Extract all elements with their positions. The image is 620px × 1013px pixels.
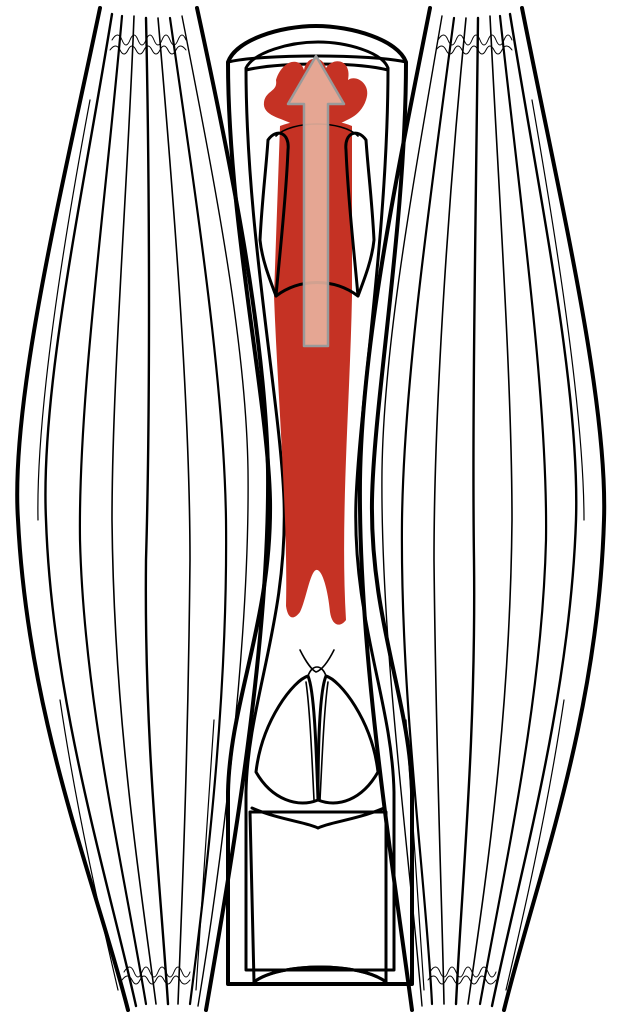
right-tendon-top [436, 35, 512, 54]
valve-closed-icon [252, 650, 384, 828]
right-muscle-icon [360, 8, 604, 1010]
left-muscle-fibers [38, 14, 248, 1006]
